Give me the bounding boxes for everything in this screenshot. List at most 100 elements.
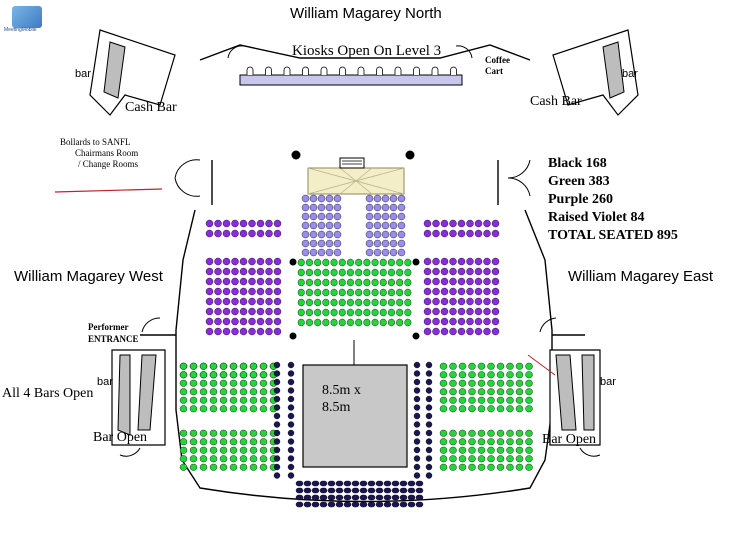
black-seat	[327, 480, 336, 487]
purple-seat	[273, 277, 282, 286]
purple-seat	[483, 327, 491, 336]
green-seat	[439, 438, 448, 446]
purple-seat	[265, 257, 273, 266]
purple-seat	[214, 229, 222, 238]
purple-seat	[273, 327, 282, 336]
green-seat	[179, 388, 188, 396]
green-seat	[458, 438, 467, 446]
green-seat	[355, 308, 363, 317]
black-seat	[407, 487, 416, 494]
seat-totals: Black 168 Green 383 Purple 260 Raised Vi…	[548, 155, 678, 245]
green-seat	[219, 455, 228, 463]
green-seat	[379, 268, 387, 277]
performer-line2: ENTRANCE	[88, 334, 139, 344]
green-seat	[338, 278, 346, 287]
green-seat	[239, 446, 248, 454]
green-seat	[229, 379, 238, 387]
green-seat	[219, 371, 228, 379]
green-seat	[189, 438, 198, 446]
green-seat	[458, 371, 467, 379]
green-seat	[209, 396, 218, 404]
green-seat	[371, 308, 379, 317]
green-seat	[306, 258, 313, 267]
green-seat	[496, 429, 505, 437]
green-seat	[306, 288, 313, 297]
green-seat	[477, 438, 486, 446]
green-seat	[496, 463, 505, 471]
green-seat	[468, 379, 476, 387]
purple-seat	[273, 317, 282, 326]
green-seat	[306, 268, 313, 277]
purple-seat	[457, 317, 466, 326]
black-seat	[413, 361, 421, 369]
black-seat	[367, 494, 376, 501]
raised-violet-seat	[389, 221, 398, 230]
green-seat	[477, 388, 486, 396]
green-seat	[259, 429, 268, 437]
purple-seat	[449, 317, 457, 326]
green-seat	[496, 371, 505, 379]
black-seat	[413, 455, 421, 462]
green-seat	[314, 268, 322, 277]
raised-violet-seat	[309, 239, 318, 248]
purple-seat	[457, 257, 466, 266]
green-seat	[239, 388, 248, 396]
coffee-cart-line1: Coffee	[485, 55, 510, 65]
green-seat	[209, 388, 218, 396]
green-seat	[468, 455, 476, 463]
green-seat	[199, 429, 208, 437]
purple-seat	[265, 219, 273, 228]
black-seat	[391, 487, 400, 494]
purple-seat	[449, 267, 457, 276]
green-seat	[209, 463, 218, 471]
purple-seat	[205, 317, 214, 326]
green-seat	[458, 429, 467, 437]
green-seat	[379, 298, 387, 307]
logo-icon	[12, 6, 42, 28]
black-seat	[413, 395, 421, 403]
green-seat	[355, 318, 363, 327]
purple-seat	[214, 287, 222, 296]
black-seat	[351, 487, 360, 494]
green-seat	[199, 455, 208, 463]
green-seat	[371, 318, 379, 327]
green-seat	[379, 288, 387, 297]
purple-seat	[466, 219, 474, 228]
bollards-line	[54, 188, 163, 193]
purple-seat	[239, 257, 248, 266]
green-seat	[239, 463, 248, 471]
green-seat	[179, 379, 188, 387]
raised-violet-seat	[365, 221, 374, 230]
black-seat	[359, 501, 368, 508]
purple-seat	[273, 287, 282, 296]
black-seat	[273, 421, 281, 428]
purple-seat	[483, 229, 491, 238]
green-seat	[347, 298, 354, 307]
raised-violet-seat	[365, 212, 374, 221]
purple-seat	[205, 297, 214, 306]
purple-seat	[466, 257, 474, 266]
purple-seat	[205, 267, 214, 276]
green-seat	[468, 388, 476, 396]
purple-seat	[214, 317, 222, 326]
green-seat	[379, 278, 387, 287]
purple-seat	[214, 267, 222, 276]
purple-seat	[265, 277, 273, 286]
green-seat	[477, 405, 486, 413]
green-seat	[189, 379, 198, 387]
black-seat	[335, 480, 344, 487]
black-seat	[287, 463, 295, 471]
green-seat	[388, 318, 395, 327]
raised-violet-seat	[317, 239, 326, 248]
purple-seat	[205, 257, 214, 266]
kiosk-stand	[431, 66, 439, 75]
purple-seat	[474, 257, 483, 266]
purple-seat	[483, 257, 491, 266]
green-seat	[259, 388, 268, 396]
purple-seat	[222, 287, 231, 296]
raised-violet-seat	[325, 212, 334, 221]
logo-text: MeetingMobile	[4, 27, 37, 33]
black-seat	[367, 480, 376, 487]
raised-violet-seat	[397, 230, 406, 239]
green-seat	[259, 463, 268, 471]
